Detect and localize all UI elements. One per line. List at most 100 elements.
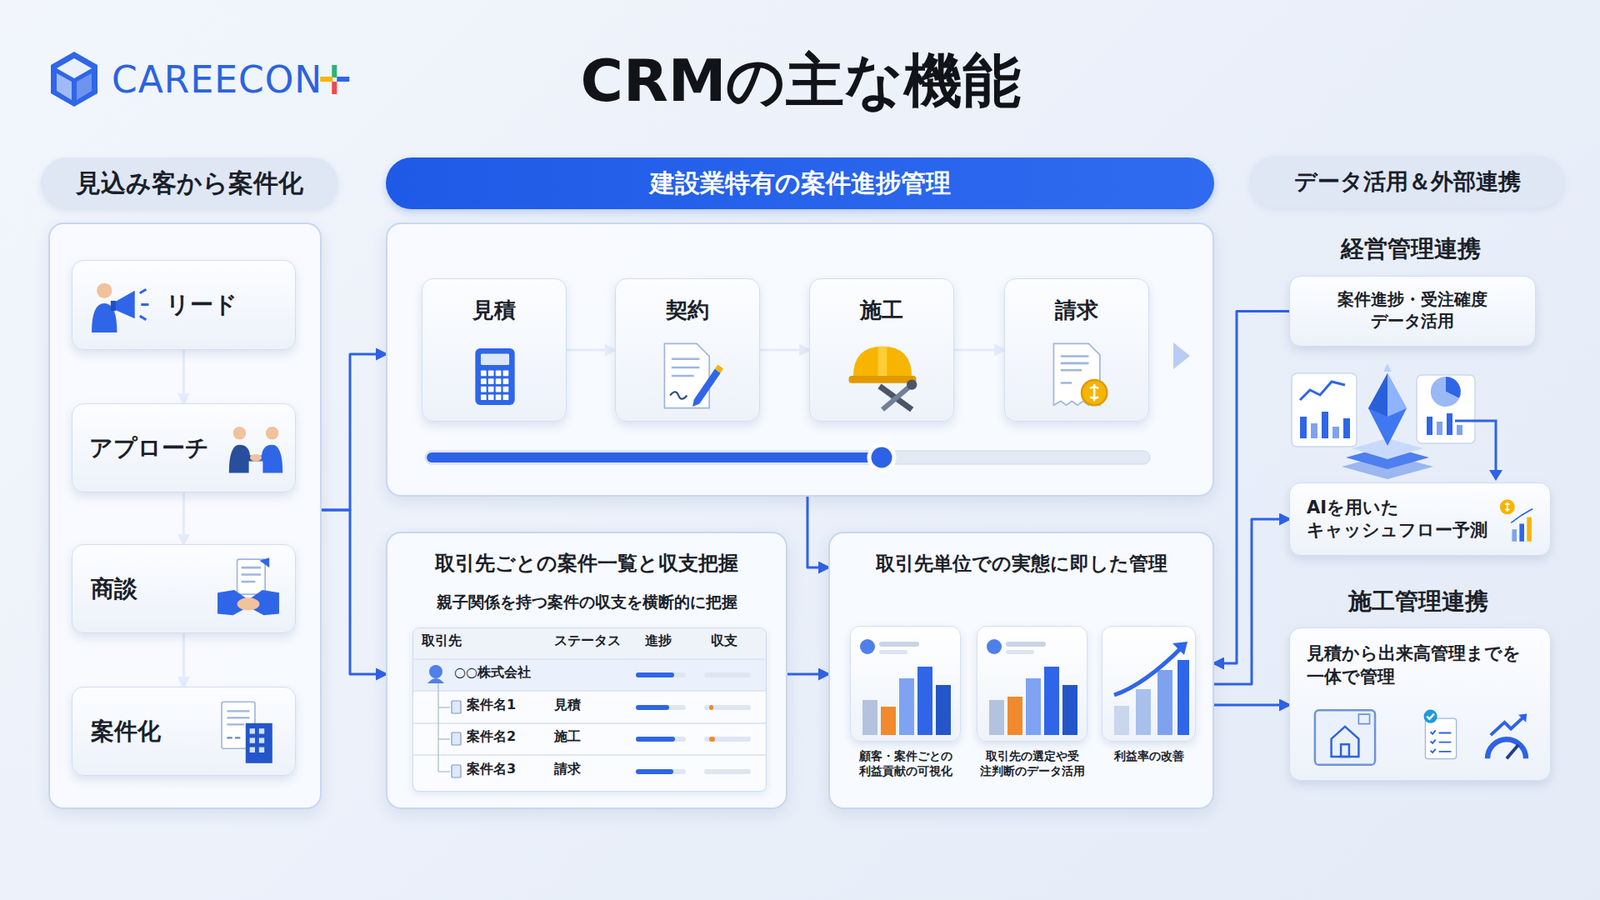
rect-shape — [245, 723, 273, 764]
node-title: アプローチ — [89, 432, 210, 465]
path-shape — [413, 659, 766, 755]
path-shape — [1331, 726, 1360, 757]
connector-arrow — [321, 354, 386, 510]
path-shape — [1114, 646, 1183, 695]
rect-shape — [503, 386, 510, 393]
rect-shape — [495, 386, 502, 393]
process-box: 見積 — [421, 278, 567, 422]
rect-shape — [413, 628, 766, 659]
rect-shape — [917, 666, 933, 735]
rect-shape — [480, 386, 487, 393]
circle-shape — [96, 283, 112, 299]
rect-shape — [1446, 413, 1453, 435]
rect-shape — [1315, 710, 1375, 765]
rect-shape — [709, 705, 714, 710]
node-subtitle: 親子関係を持つ案件の収支を横断的に把握 — [387, 591, 786, 614]
rect-shape — [488, 386, 495, 393]
path-shape — [1358, 714, 1370, 724]
rect-shape — [503, 378, 510, 385]
rect-shape — [1332, 426, 1340, 439]
rect-shape — [1007, 696, 1023, 735]
path-shape — [241, 567, 262, 582]
ellipse-shape — [250, 454, 262, 461]
path-shape — [1518, 714, 1527, 723]
process-box: 商談 — [71, 544, 296, 634]
chart-card: 取引先の選定や受 注判断のデータ活用 — [976, 625, 1088, 785]
gauge-icon — [1480, 711, 1534, 765]
panel-box: 見込み客から案件化リードアプローチ商談案件化 — [48, 222, 322, 810]
polygon-shape — [1387, 373, 1407, 417]
rect-shape — [935, 685, 951, 735]
node-title: 見積 — [422, 295, 566, 325]
polygon-shape — [1368, 373, 1388, 417]
section-label: 経営管理連携 — [1340, 233, 1481, 265]
rect-shape — [1310, 423, 1318, 439]
node-title: 利益率の改善 — [1091, 749, 1206, 765]
process-box: 契約 — [615, 278, 760, 422]
polygon-shape — [56, 58, 92, 79]
rect-shape — [250, 737, 255, 743]
rect-shape — [1025, 678, 1041, 735]
bar-chart — [977, 626, 1088, 742]
rect-shape — [451, 765, 461, 778]
rect-shape — [635, 705, 670, 710]
g-shape — [250, 728, 265, 753]
card-frame — [1101, 625, 1196, 742]
rect-shape — [480, 370, 487, 377]
deco-arrow — [1455, 420, 1496, 472]
contract-icon — [653, 340, 724, 411]
calculator-icon — [464, 345, 526, 408]
process-box: アプローチ — [71, 403, 296, 493]
process-box: 施工 — [809, 278, 955, 422]
rect-shape — [849, 375, 917, 384]
node-title: 見込み客から案件化 — [40, 157, 339, 210]
chart-card: 顧客・案件ごとの 利益貢献の可視化 — [850, 625, 961, 785]
rect-shape — [1426, 416, 1433, 435]
rect-shape — [899, 678, 915, 735]
rect-shape — [250, 747, 255, 753]
panel-box: 取引先ごとの案件一覧と収支把握親子関係を持つ案件の収支を横断的に把握 — [385, 531, 788, 810]
logo-plus — [331, 81, 337, 95]
circle-shape — [1500, 499, 1515, 515]
path-shape — [1383, 363, 1392, 372]
rect-shape — [1157, 670, 1173, 735]
process-box: リード — [71, 260, 296, 350]
path-shape — [670, 391, 687, 399]
rect-shape — [635, 705, 686, 710]
path-shape — [853, 346, 912, 378]
ellipse-shape — [237, 597, 260, 610]
invoice-icon — [1042, 340, 1113, 411]
path-shape — [671, 359, 700, 376]
panel-box: 取引先単位での実態に即した管理顧客・案件ごとの 利益貢献の可視化取引先の選定や受… — [828, 531, 1215, 810]
rect-shape — [704, 736, 751, 742]
process-box: 見積から出来高管理までを 一体で管理 — [1289, 627, 1551, 781]
path-shape — [1490, 715, 1525, 735]
rect-shape — [1291, 373, 1357, 447]
node-title: 案件進捗・受注確度 データ活用 — [1290, 289, 1535, 335]
card-frame — [976, 625, 1088, 742]
rect-shape — [704, 672, 751, 678]
rect-shape — [503, 394, 510, 400]
path-shape — [715, 365, 724, 374]
path-shape — [226, 736, 240, 739]
rect-shape — [879, 641, 920, 647]
rect-shape — [1519, 523, 1525, 541]
rect-shape — [1135, 689, 1151, 735]
rect-shape — [1044, 666, 1060, 735]
path-shape — [882, 385, 912, 410]
node-title: 取引先の選定や受 注判断のデータ活用 — [965, 749, 1100, 779]
path-shape — [259, 557, 270, 568]
section-pill: データ活用＆外部連携 — [1250, 155, 1565, 208]
polygon-shape — [50, 51, 98, 107]
rect-shape — [1005, 641, 1046, 647]
rect-shape — [425, 450, 1150, 465]
handshake-icon — [226, 419, 285, 478]
rect-shape — [635, 736, 686, 742]
logo-text: CAREECON — [111, 58, 323, 101]
cashflow-icon — [1493, 496, 1540, 544]
rect-shape — [635, 736, 675, 742]
deal-icon — [213, 555, 284, 625]
rect-shape — [250, 728, 255, 734]
connector-arrow — [787, 673, 829, 676]
path-shape — [1060, 355, 1090, 383]
